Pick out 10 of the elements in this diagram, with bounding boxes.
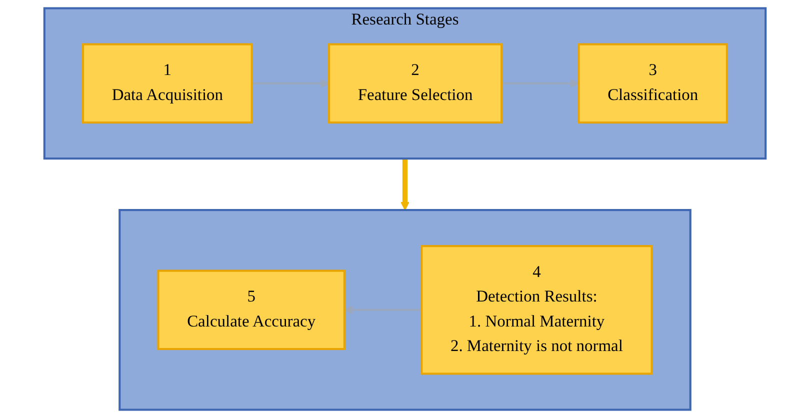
arrow: [400, 158, 410, 210]
node-box: 4 Detection Results: 1. Normal Maternity 2. Maternity is not normal: [420, 245, 653, 375]
node-box: 2 Feature Selection: [328, 43, 503, 124]
arrow: [344, 305, 422, 314]
node-box: 5 Calculate Accuracy: [157, 270, 346, 350]
node-box: 3 Classification: [578, 43, 728, 124]
node-box: 1 Data Acquisition: [82, 43, 253, 124]
cluster: [118, 209, 692, 411]
arrow: [252, 78, 330, 88]
arrow: [502, 78, 580, 88]
